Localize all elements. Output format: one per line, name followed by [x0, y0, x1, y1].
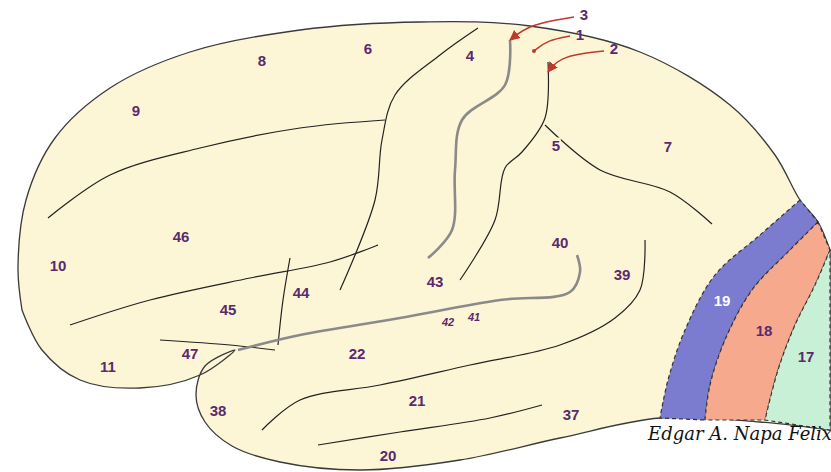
area-number: 8 — [257, 53, 267, 68]
sulcus-line — [428, 40, 510, 258]
leader-lines — [510, 17, 604, 72]
sulcus-line — [70, 245, 378, 325]
sulcus-line — [318, 405, 542, 445]
sulcus-line — [238, 255, 580, 350]
sulcus-line — [460, 62, 548, 280]
leader-line — [548, 51, 604, 72]
area-number: 2 — [609, 41, 619, 56]
area-number: 18 — [756, 323, 773, 338]
area-number: 6 — [363, 41, 373, 56]
sulcus-line — [262, 240, 645, 430]
area-number: 20 — [379, 448, 398, 463]
area-number: 41 — [467, 312, 481, 323]
sulcus-line — [278, 258, 290, 345]
area-number: 42 — [441, 317, 455, 328]
area-number: 3 — [579, 7, 589, 22]
area-number: 39 — [613, 267, 632, 282]
area-number: 10 — [49, 258, 68, 273]
area-number: 19 — [714, 293, 731, 308]
sulcus-line — [340, 28, 478, 290]
sulcus-line — [48, 120, 385, 218]
leader-line — [534, 36, 570, 51]
area-number: 47 — [181, 346, 200, 361]
area-number: 9 — [131, 103, 141, 118]
sulcus-line — [545, 125, 712, 224]
area-number: 38 — [209, 403, 228, 418]
area-number: 7 — [663, 139, 673, 154]
brain-outline — [18, 22, 830, 470]
area-number: 21 — [408, 393, 427, 408]
area-number: 37 — [562, 407, 581, 422]
band-shape — [765, 250, 830, 430]
area-number: 17 — [798, 349, 815, 364]
area-number: 22 — [348, 346, 367, 361]
leader-dot — [532, 49, 536, 53]
band-shape — [765, 250, 830, 430]
area-number: 44 — [292, 285, 311, 300]
signature: Edgar A. Napa Felix — [647, 425, 831, 443]
area-number: 43 — [426, 274, 445, 289]
area-number: 1 — [575, 27, 585, 42]
brain-outline — [18, 22, 830, 470]
brodmann-band: 17 — [765, 250, 830, 430]
area-number: 11 — [99, 359, 117, 374]
area-number: 5 — [551, 138, 561, 153]
area-number: 46 — [172, 229, 191, 244]
area-number: 4 — [465, 48, 475, 63]
sulcus-lines — [48, 28, 712, 445]
area-number: 40 — [551, 235, 570, 250]
area-number: 45 — [219, 302, 238, 317]
